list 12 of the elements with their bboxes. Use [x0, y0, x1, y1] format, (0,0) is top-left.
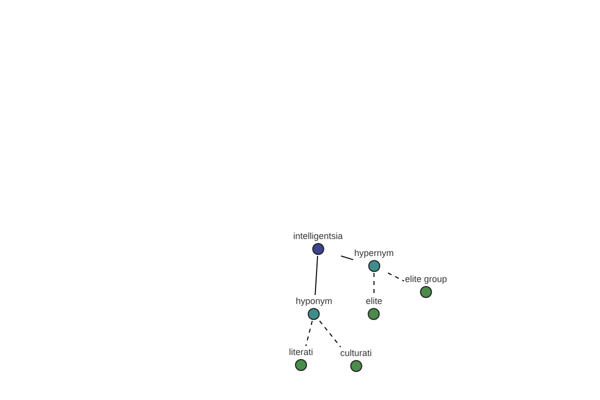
node-label: culturati	[340, 348, 372, 359]
dashed-line	[388, 272, 404, 282]
node-label: intelligentsia	[293, 231, 343, 242]
node-label: hypernym	[354, 248, 394, 259]
node-label: hyponym	[296, 296, 332, 307]
connector-line	[340, 256, 354, 260]
node-label: elite group	[404, 274, 448, 285]
dashed-line	[319, 320, 342, 348]
node-label: elite	[366, 296, 382, 307]
dashed-line	[305, 320, 313, 346]
connector-line	[314, 256, 318, 296]
node-label: literati	[289, 347, 313, 358]
